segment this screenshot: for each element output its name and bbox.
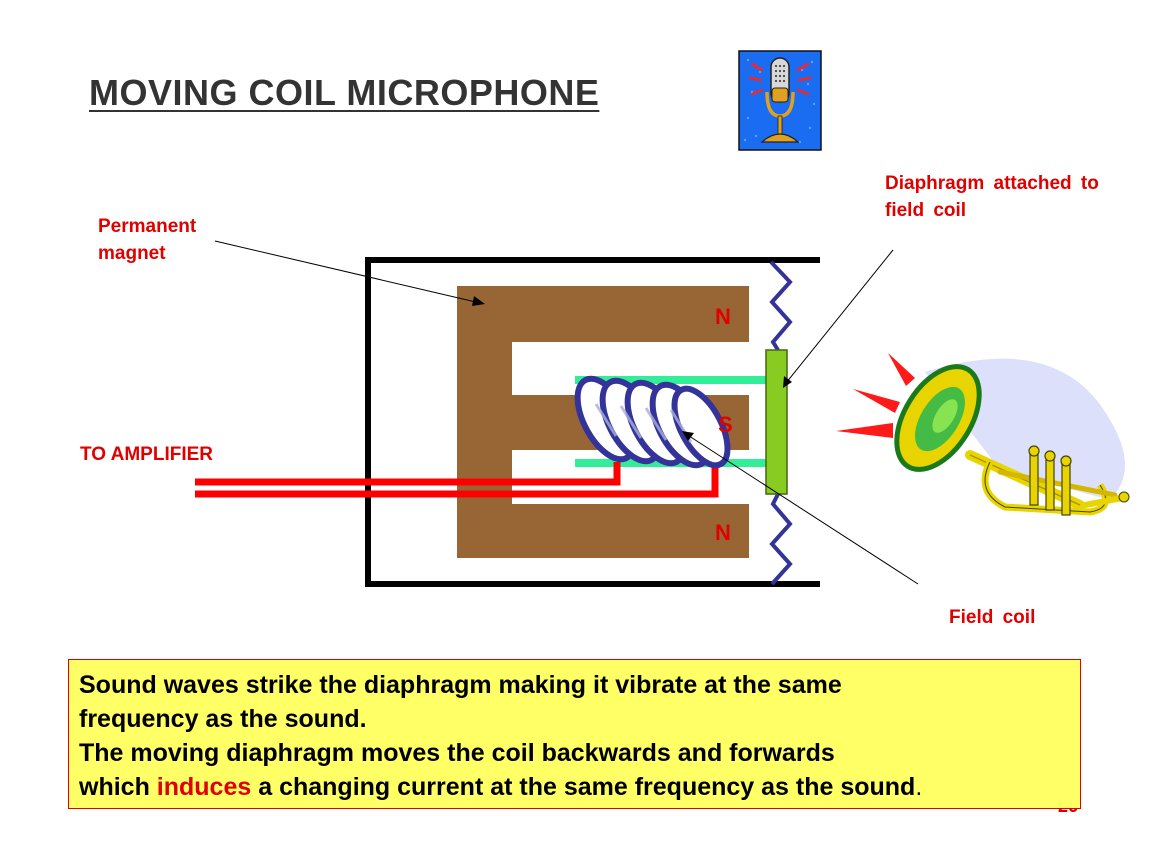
permanent-magnet-label-line1: Permanent	[98, 216, 197, 237]
pole-s: S	[718, 412, 733, 437]
wire-upper	[195, 462, 621, 486]
to-amplifier-label: TO AMPLIFIER	[80, 444, 213, 465]
diaphragm	[765, 349, 788, 495]
pole-n-top: N	[715, 304, 731, 329]
field-coil-label: Field coil	[949, 607, 1036, 628]
magnet-arrowhead	[472, 296, 485, 306]
explanation-line-4: which induces a changing current at the …	[79, 770, 1070, 804]
trumpet-clipart	[836, 353, 1130, 516]
pointer-arrows	[214, 240, 919, 585]
diaphragm-suspension-bottom	[769, 493, 793, 586]
explanation-line-4-start: which	[79, 773, 157, 801]
permanent-magnet-label: Permanent magnet	[98, 213, 238, 267]
coil-arrowhead	[682, 431, 694, 441]
coil-former-top	[575, 376, 768, 384]
field-coil	[574, 375, 731, 469]
diaphragm-label: Diaphragm attached to field coil	[885, 170, 1135, 224]
diaphragm-label-line2: field coil	[885, 200, 967, 221]
diaphragm-label-line1: Diaphragm attached to	[885, 173, 1099, 194]
coil-former-bottom	[575, 459, 768, 467]
explanation-line-1: Sound waves strike the diaphragm making …	[79, 671, 842, 699]
explanation-line-2: frequency as the sound.	[79, 705, 367, 733]
wire-lower	[195, 462, 719, 498]
permanent-magnet	[457, 286, 749, 558]
explanation-line-4-period: .	[915, 773, 923, 801]
explanation-box: Sound waves strike the diaphragm making …	[68, 659, 1081, 809]
explanation-line-3: The moving diaphragm moves the coil back…	[79, 739, 835, 767]
page-title: MOVING COIL MICROPHONE	[89, 72, 600, 113]
housing-outline	[365, 257, 820, 587]
diaphragm-suspension-top	[769, 260, 793, 352]
microphone-clipart	[738, 50, 822, 151]
permanent-magnet-label-line2: magnet	[98, 243, 166, 264]
diaphragm-arrowhead	[783, 376, 792, 388]
pole-n-bottom: N	[715, 520, 731, 545]
explanation-line-4-rest: a changing current at the same frequency…	[251, 773, 916, 801]
induces-highlight: induces	[156, 773, 252, 801]
